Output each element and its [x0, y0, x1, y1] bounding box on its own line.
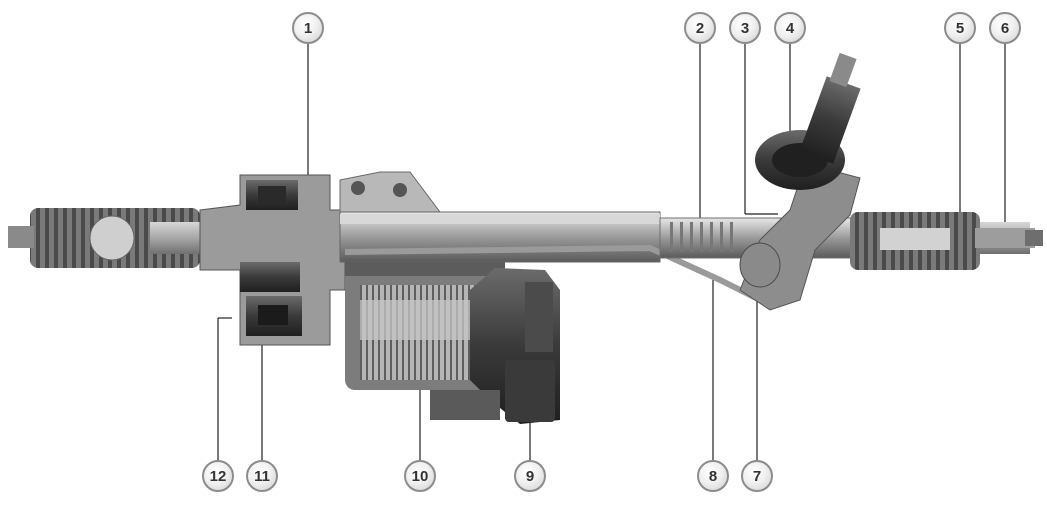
callout-3: 3: [729, 12, 761, 44]
leader-lines: [217, 44, 1006, 462]
callout-11: 11: [246, 460, 278, 492]
callout-7: 7: [741, 460, 773, 492]
mounting-bracket: [339, 171, 441, 213]
callout-9: 9: [514, 460, 546, 492]
callout-1: 1: [292, 12, 324, 44]
callout-8: 8: [697, 460, 729, 492]
callout-5: 5: [944, 12, 976, 44]
callout-12: 12: [202, 460, 234, 492]
callout-10: 10: [404, 460, 436, 492]
callout-2: 2: [684, 12, 716, 44]
callout-6: 6: [989, 12, 1021, 44]
callout-4: 4: [774, 12, 806, 44]
